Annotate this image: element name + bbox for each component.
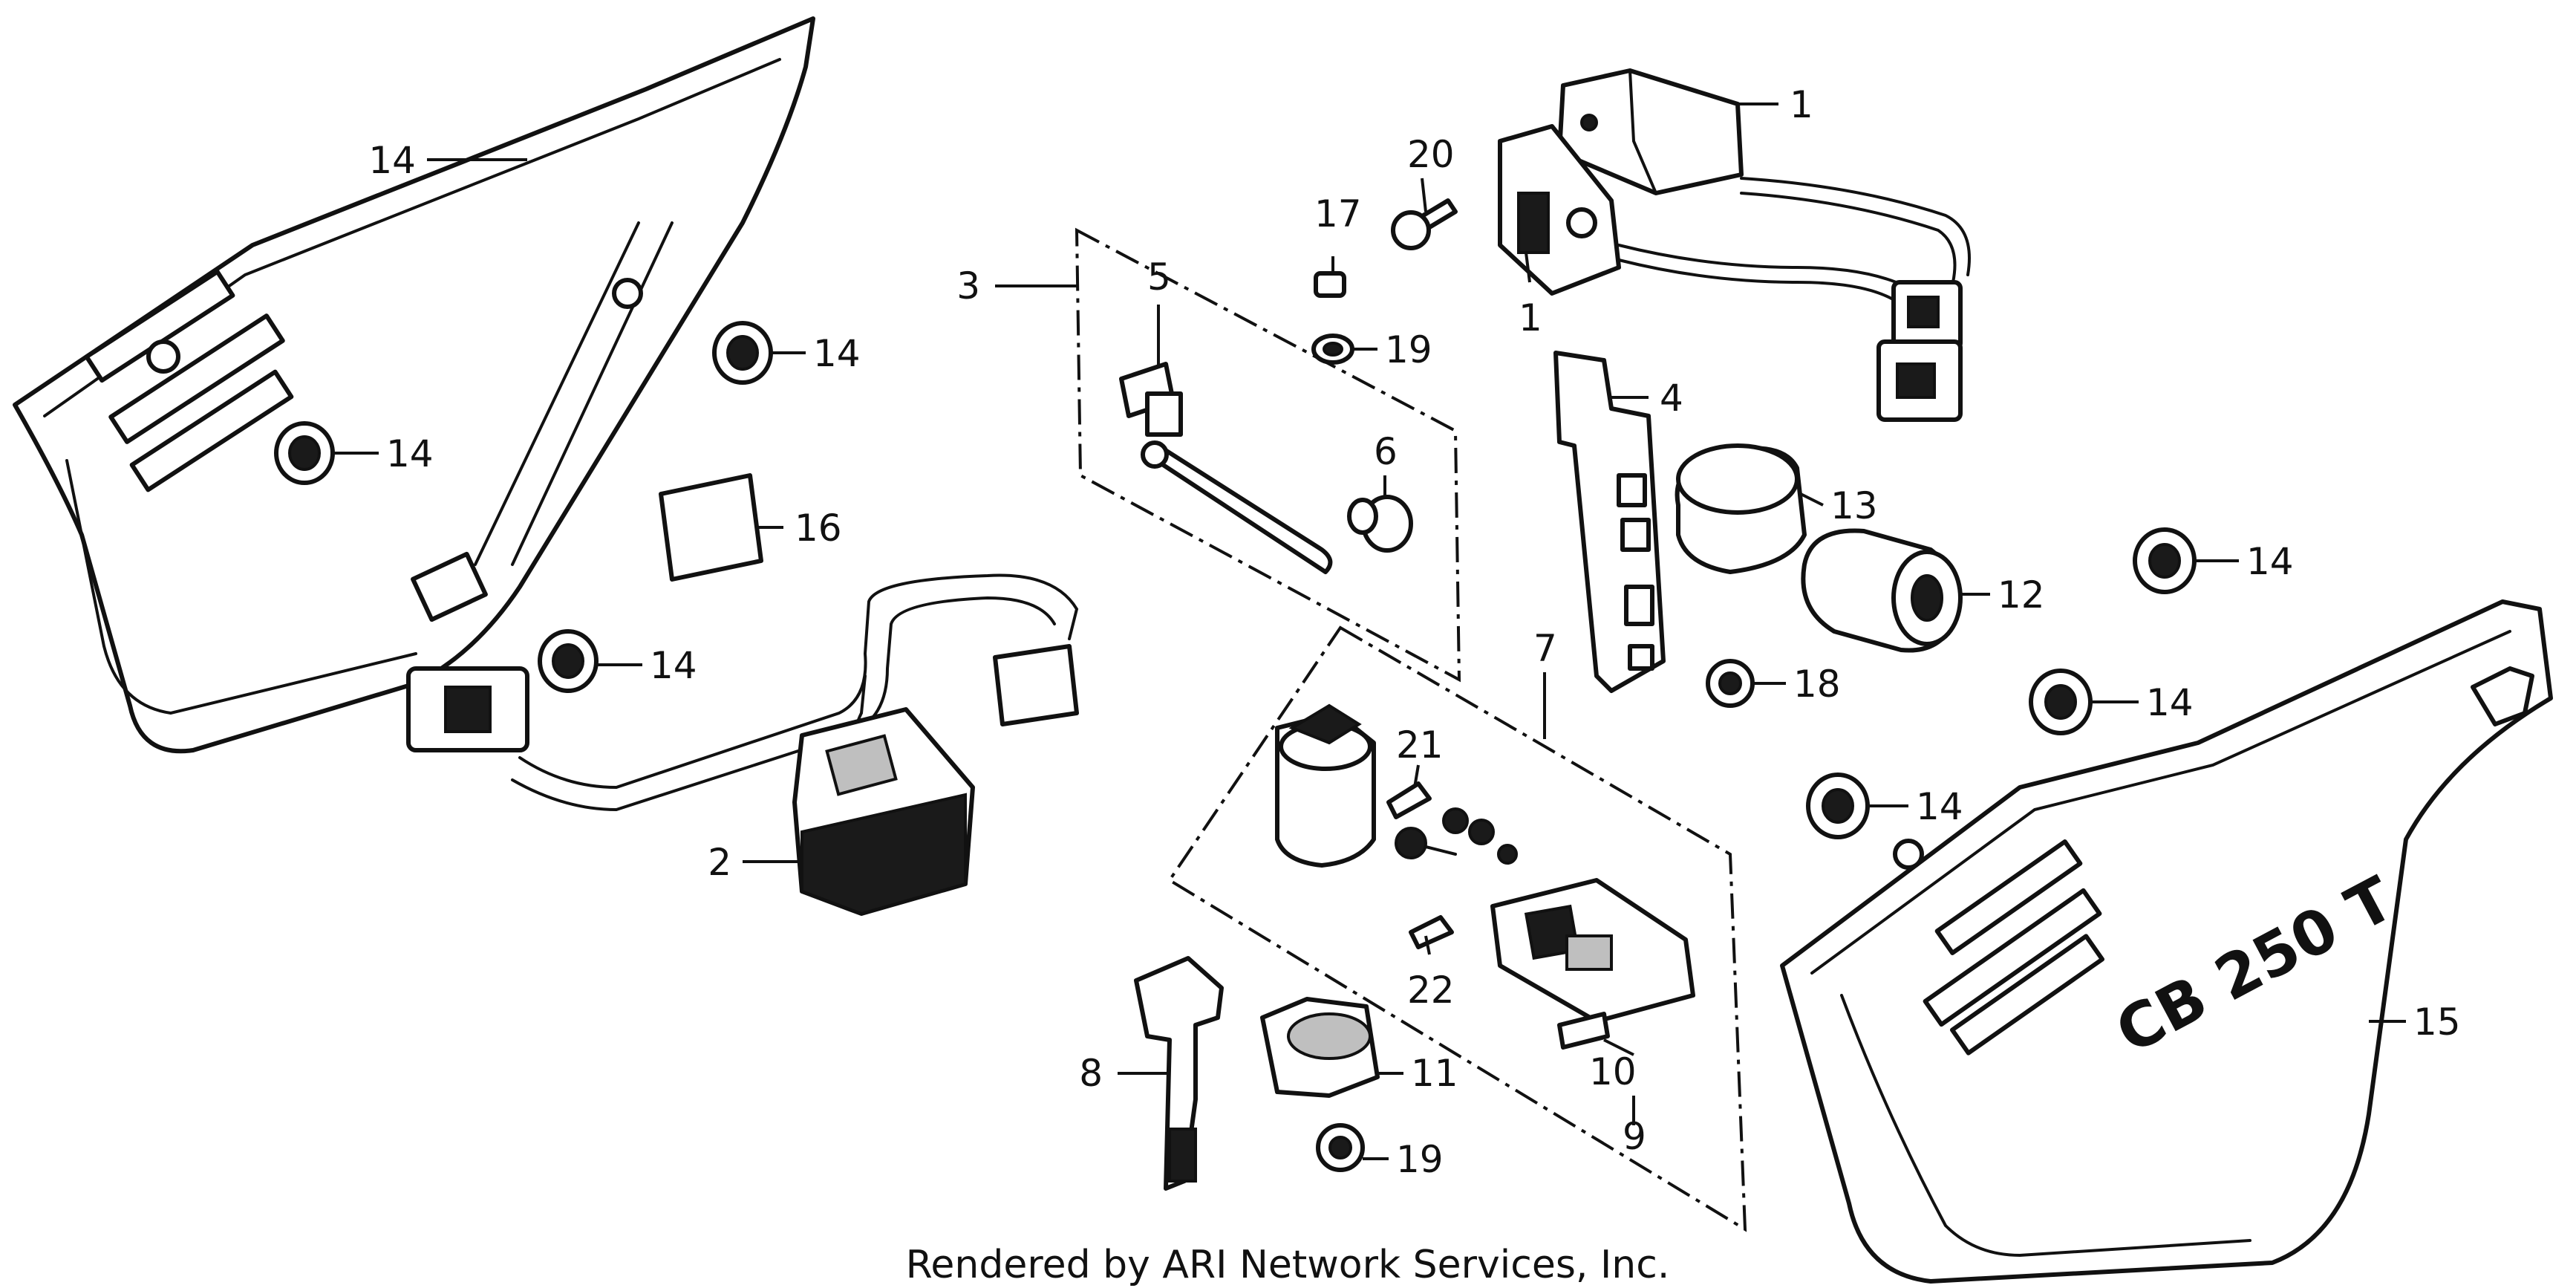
right-side-cover: CB 250 T xyxy=(1780,599,2553,1284)
callout-label: 14 xyxy=(386,432,434,475)
bolt xyxy=(1391,198,1458,250)
rubber-holder xyxy=(1260,997,1380,1098)
callout-label: 18 xyxy=(1793,663,1841,706)
starter-relay-frame xyxy=(1167,625,1747,1232)
callout-label: 13 xyxy=(1830,484,1878,527)
regulator-harness xyxy=(406,573,1079,916)
callout-label: 6 xyxy=(1374,430,1398,473)
callout-label: 9 xyxy=(1623,1115,1646,1158)
grommet xyxy=(2029,669,2093,735)
terminal-hardware xyxy=(1386,781,1518,949)
callout-label: 16 xyxy=(795,507,842,550)
callout-label: 19 xyxy=(1396,1138,1444,1181)
callout-label: 14 xyxy=(650,644,697,687)
callout-label: 3 xyxy=(956,264,980,308)
left-side-cover xyxy=(13,16,815,754)
grommet xyxy=(274,421,335,485)
callout-label: 2 xyxy=(708,841,731,884)
callout-label: 5 xyxy=(1147,256,1171,299)
callout-label: 11 xyxy=(1411,1052,1458,1095)
bulb-kit-frame xyxy=(1075,227,1461,683)
callout-label: 7 xyxy=(1533,627,1557,670)
grommet xyxy=(2133,527,2197,594)
callout-label: 1 xyxy=(1790,83,1813,126)
callout-label: 15 xyxy=(2413,1001,2461,1044)
relay-switch xyxy=(1557,68,1744,195)
callout-label: 1 xyxy=(1519,296,1542,339)
nut xyxy=(1314,271,1346,298)
callout-label: 14 xyxy=(2146,681,2194,724)
starter-relay xyxy=(1275,703,1376,868)
bulb-socket xyxy=(1119,362,1183,437)
wedge-bulb xyxy=(1347,495,1413,553)
ignition-switch xyxy=(1498,124,1621,296)
grommet xyxy=(1806,773,1870,839)
washer xyxy=(1311,334,1354,365)
grommet xyxy=(712,321,773,385)
rubber-mount xyxy=(1706,659,1755,708)
fuse-clip xyxy=(1557,1012,1610,1050)
rubber-mount xyxy=(1316,1123,1365,1172)
callout-label: 22 xyxy=(1407,969,1455,1012)
callout-label: 19 xyxy=(1385,328,1432,371)
wire-clip xyxy=(1134,956,1224,1191)
rubber-band xyxy=(1675,443,1807,574)
callout-label: 14 xyxy=(368,139,416,182)
leader-lines xyxy=(334,103,2406,1160)
callout-label: 21 xyxy=(1396,723,1444,767)
callout-label: 14 xyxy=(2246,540,2294,583)
switch-harness xyxy=(1617,177,1971,422)
callout-label: 12 xyxy=(1998,573,2045,617)
caution-label xyxy=(659,473,763,582)
callout-label: 14 xyxy=(1916,785,1963,828)
callout-label: 14 xyxy=(813,332,861,375)
callout-label: 20 xyxy=(1407,133,1455,176)
pilot-bulb xyxy=(1141,440,1333,574)
callout-label: 17 xyxy=(1314,192,1362,235)
credit-text: Rendered by ARI Network Services, Inc. xyxy=(906,1243,1670,1287)
callout-label: 10 xyxy=(1589,1050,1637,1093)
callout-label: 8 xyxy=(1079,1052,1103,1095)
capacitor xyxy=(1801,528,1963,653)
grommet xyxy=(538,629,599,693)
callout-label: 4 xyxy=(1660,377,1683,420)
relay-bracket xyxy=(1490,878,1695,1024)
